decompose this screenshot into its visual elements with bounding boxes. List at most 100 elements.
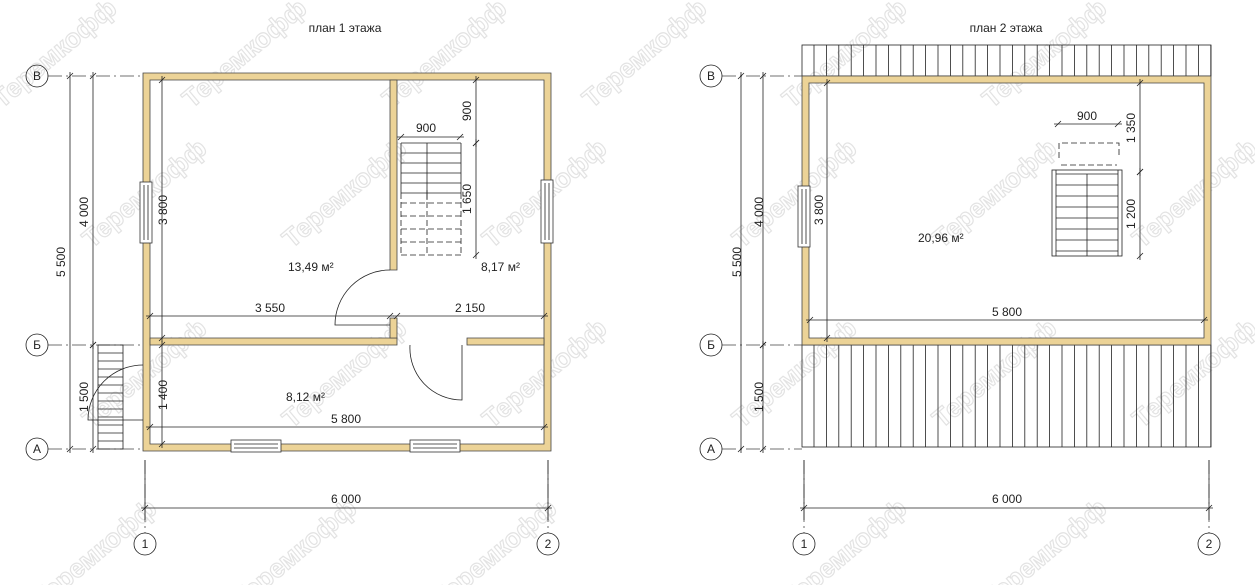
dim-tick xyxy=(66,445,74,453)
dim-total-depth: 5 500 xyxy=(54,247,68,277)
dim-tick xyxy=(1136,252,1144,260)
watermark-text: Теремкофф xyxy=(726,133,862,254)
dim-tick xyxy=(1054,120,1062,128)
window xyxy=(230,439,282,453)
dim-tick xyxy=(472,139,480,147)
window xyxy=(797,185,811,248)
dim-stair-width: 900 xyxy=(416,121,436,135)
axis-marker-1 xyxy=(133,532,157,556)
dim-tick xyxy=(472,76,480,84)
dim-tick xyxy=(158,334,166,342)
watermark-text: Теремкофф xyxy=(576,0,712,114)
dim-stair-room-width: 2 150 xyxy=(455,301,485,315)
dim-stair-top-gap: 1 350 xyxy=(1124,113,1138,143)
watermark-text: Теремкофф xyxy=(226,493,362,585)
dim-tick xyxy=(759,72,767,80)
watermark-text: Теремкофф xyxy=(726,313,862,434)
partition-wall xyxy=(389,79,398,271)
dim-total-depth: 5 500 xyxy=(730,247,744,277)
axis-marker-a xyxy=(699,437,723,461)
dim-house-depth: 4 000 xyxy=(752,197,766,227)
dim-tick xyxy=(89,341,97,349)
watermark-text: Теремкофф xyxy=(976,493,1112,585)
dim-terrace-depth: 1 500 xyxy=(752,382,766,412)
plan1-axis-markers: В Б А 1 2 xyxy=(25,64,560,556)
dim-tick xyxy=(1136,168,1144,176)
watermark-text: Теремкофф xyxy=(776,493,912,585)
axis-label: Б xyxy=(707,338,715,352)
stair-opening xyxy=(1058,142,1120,158)
dim-stair-length: 1 200 xyxy=(1124,199,1138,229)
area-living: 13,49 м² xyxy=(288,260,334,274)
axis-label: В xyxy=(33,69,41,83)
watermark-text: Теремкофф xyxy=(1126,313,1255,434)
axis-marker-1 xyxy=(792,532,816,556)
window xyxy=(540,179,554,244)
window xyxy=(139,181,153,244)
dim-inner-width: 5 800 xyxy=(992,305,1022,319)
axis-marker-b xyxy=(25,333,49,357)
watermark-text: Теремкофф xyxy=(426,493,562,585)
dim-tick xyxy=(386,312,394,320)
axis-label: 2 xyxy=(1206,537,1213,551)
dim-total-width: 6 000 xyxy=(992,492,1022,506)
dim-tick xyxy=(737,445,745,453)
dim-tick xyxy=(456,133,464,141)
dim-inner-depth: 3 800 xyxy=(812,195,826,225)
entrance-door-swing xyxy=(87,364,144,421)
dim-inner-depth: 3 800 xyxy=(156,195,170,225)
axis-label: В xyxy=(707,69,715,83)
dim-living-width: 3 550 xyxy=(255,301,285,315)
axis-marker-b xyxy=(699,333,723,357)
dim-tick xyxy=(806,316,814,324)
plan1-title: план 1 этажа xyxy=(309,21,382,35)
dim-tick xyxy=(1136,79,1144,87)
dim-stair-top-gap: 900 xyxy=(460,101,474,121)
dim-tick xyxy=(540,312,548,320)
area-attic: 20,96 м² xyxy=(918,231,964,245)
axis-label: 1 xyxy=(801,537,808,551)
drawing-lines xyxy=(48,44,1213,533)
dim-inner-width: 5 800 xyxy=(331,412,361,426)
dim-tick xyxy=(397,133,405,141)
watermark-text: Теремкофф xyxy=(176,0,312,114)
dim-tick xyxy=(737,72,745,80)
wall-stub xyxy=(389,317,398,339)
dim-tick xyxy=(89,445,97,453)
dim-tick xyxy=(393,312,401,320)
watermark-text: Теремкофф xyxy=(976,0,1112,114)
dim-tick xyxy=(1114,120,1122,128)
door-swing xyxy=(409,344,463,401)
dim-tick xyxy=(146,312,154,320)
dim-stair-length: 1 650 xyxy=(460,184,474,214)
axis-label: А xyxy=(33,442,41,456)
area-terrace: 8,12 м² xyxy=(286,390,325,404)
door-swing xyxy=(334,269,391,326)
dim-terrace-depth: 1 500 xyxy=(77,382,91,412)
axis-marker-v xyxy=(25,64,49,88)
exterior-wall xyxy=(801,75,1212,346)
interior-wall-right xyxy=(466,337,545,346)
area-stair-room: 8,17 м² xyxy=(481,260,520,274)
watermark-text: Теремкофф xyxy=(1126,133,1255,254)
dim-tick xyxy=(146,423,154,431)
axis-label: А xyxy=(707,442,715,456)
watermark-text: Теремкофф xyxy=(776,0,912,114)
dim-tick xyxy=(759,341,767,349)
exterior-wall xyxy=(142,72,552,452)
dim-tick xyxy=(158,341,166,349)
dim-tick xyxy=(158,76,166,84)
axis-label: Б xyxy=(33,338,41,352)
window xyxy=(409,439,461,453)
dim-tick xyxy=(472,251,480,259)
axis-marker-v xyxy=(699,64,723,88)
dim-tick xyxy=(89,72,97,80)
porch-steps xyxy=(97,344,124,450)
dim-house-depth: 4 000 xyxy=(77,197,91,227)
dim-tick xyxy=(759,445,767,453)
dim-tick xyxy=(66,72,74,80)
axis-marker-2 xyxy=(1197,532,1221,556)
axis-marker-2 xyxy=(536,532,560,556)
